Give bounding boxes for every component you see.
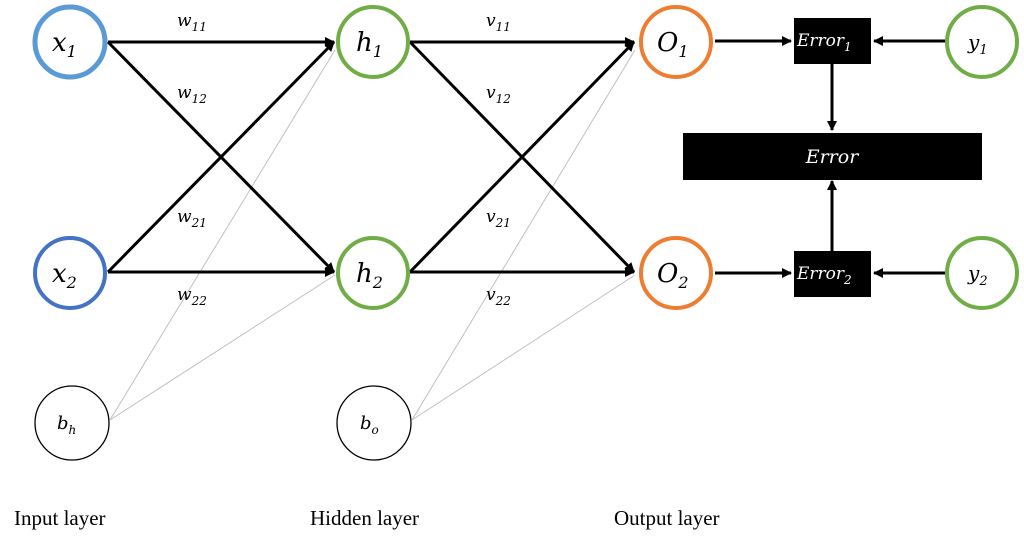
edge-x2-h1 <box>106 40 336 274</box>
error-total-box: Error <box>683 133 982 180</box>
output-layer-label: Output layer <box>614 506 720 530</box>
error1-box: Error1 <box>794 18 871 64</box>
weight-label-w12: w12 <box>177 83 207 106</box>
weight-label-v11: v11 <box>486 11 511 34</box>
node-bias-o: bo <box>336 385 412 461</box>
bias-o-to-o1-line <box>411 49 636 421</box>
svg-text:bh: bh <box>57 413 76 437</box>
node-y2: y2 <box>945 236 1019 310</box>
hidden-layer-label: Hidden layer <box>310 506 419 530</box>
bias-o-to-o2-line <box>411 274 636 421</box>
svg-text:bo: bo <box>360 413 379 437</box>
node-o2: O2 <box>639 236 713 310</box>
svg-text:O1: O1 <box>657 28 689 61</box>
edge-h2-o1 <box>408 40 636 274</box>
svg-text:O2: O2 <box>657 259 689 292</box>
weight-label-v12: v12 <box>486 83 511 106</box>
weight-label-w21: w21 <box>177 207 207 230</box>
weight-label-w11: w11 <box>177 11 207 34</box>
error2-box: Error2 <box>794 251 871 297</box>
bias-h-to-h2-line <box>109 274 336 421</box>
bias-connections <box>109 49 636 421</box>
node-bias-h: bh <box>34 385 110 461</box>
weight-label-v22: v22 <box>486 285 511 308</box>
node-x2: x2 <box>33 236 107 310</box>
svg-text:x2: x2 <box>52 259 77 292</box>
weight-connections <box>106 36 945 278</box>
svg-text:Error: Error <box>805 146 860 168</box>
weight-labels: w11 w12 w21 w22 v11 v12 v21 v22 <box>177 11 511 308</box>
node-h1: h1 <box>336 5 410 79</box>
node-o1: O1 <box>639 5 713 79</box>
node-h2: h2 <box>336 236 410 310</box>
svg-text:y1: y1 <box>967 30 988 58</box>
bias-h-to-h1-line <box>109 49 336 421</box>
svg-text:Error2: Error2 <box>796 264 852 287</box>
weight-label-v21: v21 <box>486 207 511 230</box>
svg-text:h1: h1 <box>356 28 383 61</box>
weight-label-w22: w22 <box>177 285 207 308</box>
svg-text:x1: x1 <box>52 28 77 61</box>
svg-text:Error1: Error1 <box>796 31 852 54</box>
node-x1: x1 <box>32 4 108 80</box>
input-layer-label: Input layer <box>14 506 106 530</box>
node-y1: y1 <box>945 5 1019 79</box>
svg-text:h2: h2 <box>356 259 383 292</box>
svg-text:y2: y2 <box>967 261 988 289</box>
